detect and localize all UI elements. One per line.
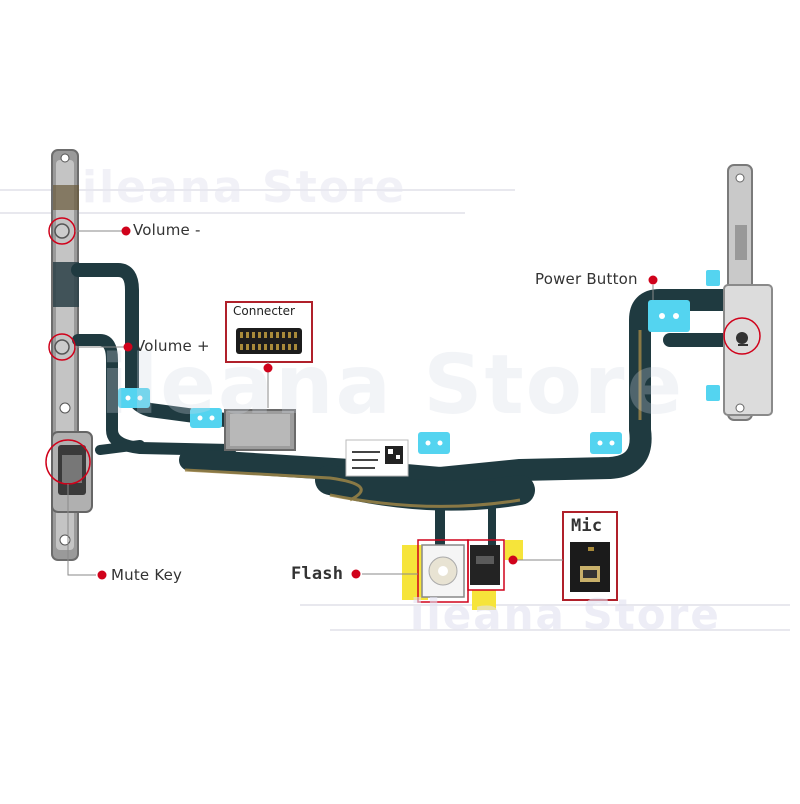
mic-inset [562,511,618,601]
gold-traces [184,330,642,508]
callout-dots [97,226,658,580]
metal-shield [224,409,296,451]
label-volume-plus: Volume + [135,337,210,355]
right-metal-bracket [723,164,773,421]
power-button-photo [736,332,748,344]
label-mic: Mic [571,516,603,536]
volume-up-button-photo [54,339,70,355]
watermark-text-top: ileana Store [82,162,407,213]
label-mute-key: Mute Key [111,566,183,584]
label-flash: Flash [291,564,344,584]
label-power-button: Power Button [535,270,638,288]
label-connector: Connecter [233,304,295,318]
barcode-sticker [345,439,409,477]
watermark-text-middle: ileana Store [100,338,685,433]
watermark-text-bottom: ileana Store [410,590,721,639]
volume-down-button-photo [54,223,70,239]
mute-switch-module [51,431,93,513]
label-volume-minus: Volume - [133,221,201,239]
connector-inset [225,301,313,363]
flash-module [402,540,523,610]
adhesive-tabs [118,270,720,454]
